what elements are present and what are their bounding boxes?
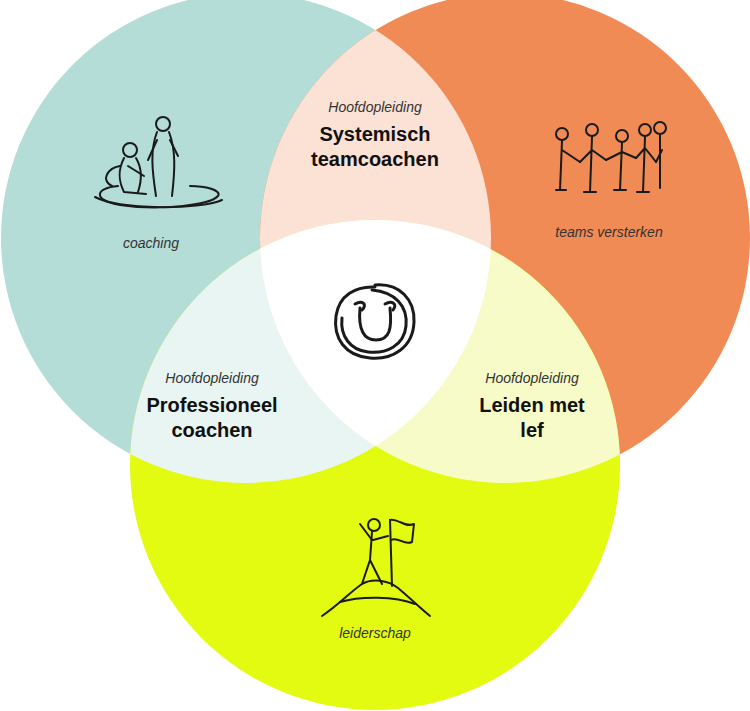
theme-circle: leiderschap	[315, 624, 435, 642]
theme-circle: coaching	[91, 234, 211, 252]
program-region: HoofdopleidingLeiden met lef	[470, 369, 595, 443]
program-region: HoofdopleidingSystemisch teamcoachen	[295, 98, 455, 172]
yellow-circle	[130, 220, 620, 710]
program-kicker: Hoofdopleiding	[295, 98, 455, 116]
program-title: Leiden met lef	[470, 393, 595, 443]
overlap-region	[130, 220, 620, 710]
theme-label: teams versterken	[534, 223, 684, 241]
theme-label: leiderschap	[315, 624, 435, 642]
program-kicker: Hoofdopleiding	[470, 369, 595, 387]
program-region: HoofdopleidingProfessioneel coachen	[132, 369, 292, 443]
center-region	[130, 220, 620, 710]
logo-icon	[336, 285, 414, 358]
leader-icon	[322, 519, 430, 616]
program-title: Professioneel coachen	[132, 393, 292, 443]
team-icon	[556, 122, 666, 192]
program-kicker: Hoofdopleiding	[132, 369, 292, 387]
overlap-region	[130, 220, 620, 710]
theme-label: coaching	[91, 234, 211, 252]
coaching-icon	[95, 117, 222, 207]
program-title: Systemisch teamcoachen	[295, 122, 455, 172]
theme-circle: teams versterken	[534, 223, 684, 241]
